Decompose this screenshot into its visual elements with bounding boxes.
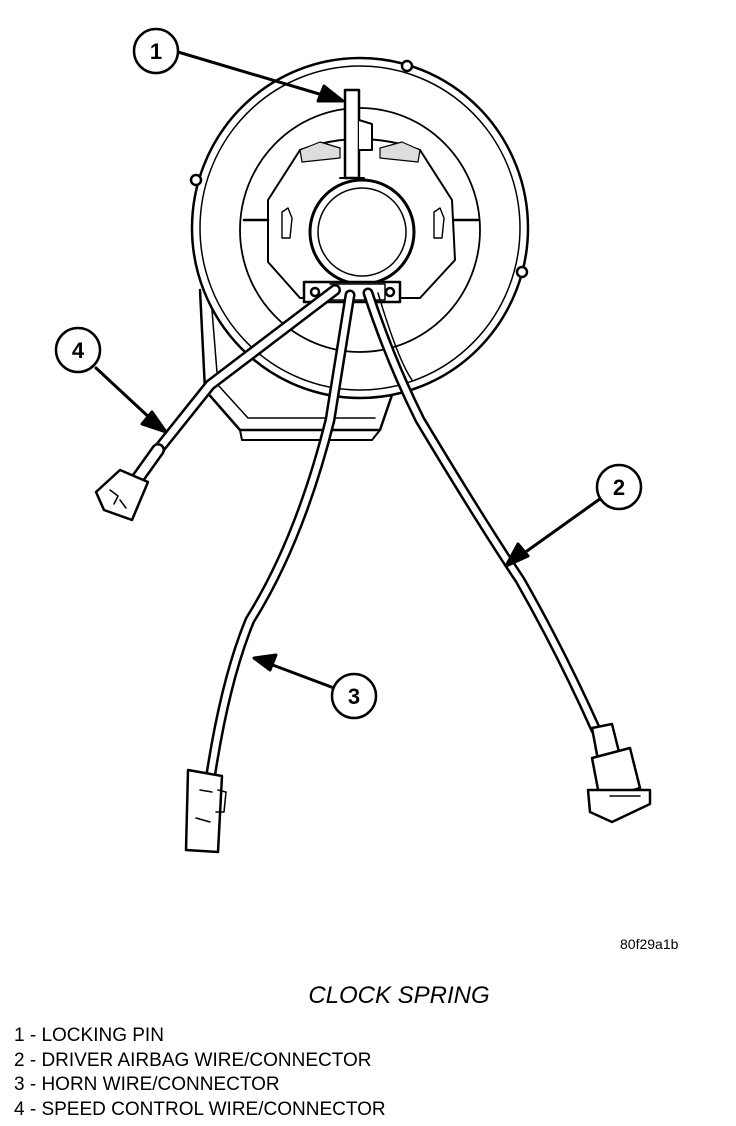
callout-4: 4 <box>54 326 102 374</box>
clock-spring-rotor <box>242 138 480 299</box>
callout-3: 3 <box>330 672 378 720</box>
horn-wire <box>204 289 356 786</box>
driver-airbag-wire <box>362 287 602 736</box>
svg-text:1: 1 <box>150 39 162 64</box>
speed-control-connector <box>94 468 150 522</box>
locking-pin <box>339 88 373 180</box>
driver-airbag-connector <box>586 722 652 824</box>
legend-item-driver-airbag: 2 - DRIVER AIRBAG WIRE/CONNECTOR <box>14 1049 372 1071</box>
legend-item-horn: 3 - HORN WIRE/CONNECTOR <box>14 1074 280 1095</box>
figure-caption: CLOCK SPRING <box>308 982 490 1009</box>
callout-1: 1 <box>132 27 180 75</box>
callout-leaders <box>94 50 606 690</box>
callout-2: 2 <box>595 463 643 511</box>
legend-item-locking-pin: 1 - LOCKING PIN <box>14 1025 164 1046</box>
horn-connector <box>184 768 227 854</box>
figure-code: 80f29a1b <box>620 936 679 952</box>
legend: 1 - LOCKING PIN 2 - DRIVER AIRBAG WIRE/C… <box>14 1024 386 1122</box>
clock-spring-illustration: 1 4 2 3 <box>54 27 652 854</box>
svg-text:3: 3 <box>348 684 360 709</box>
svg-text:2: 2 <box>613 475 625 500</box>
svg-text:4: 4 <box>72 338 85 363</box>
speed-control-wire <box>131 284 341 485</box>
legend-item-speed-control: 4 - SPEED CONTROL WIRE/CONNECTOR <box>14 1098 386 1120</box>
